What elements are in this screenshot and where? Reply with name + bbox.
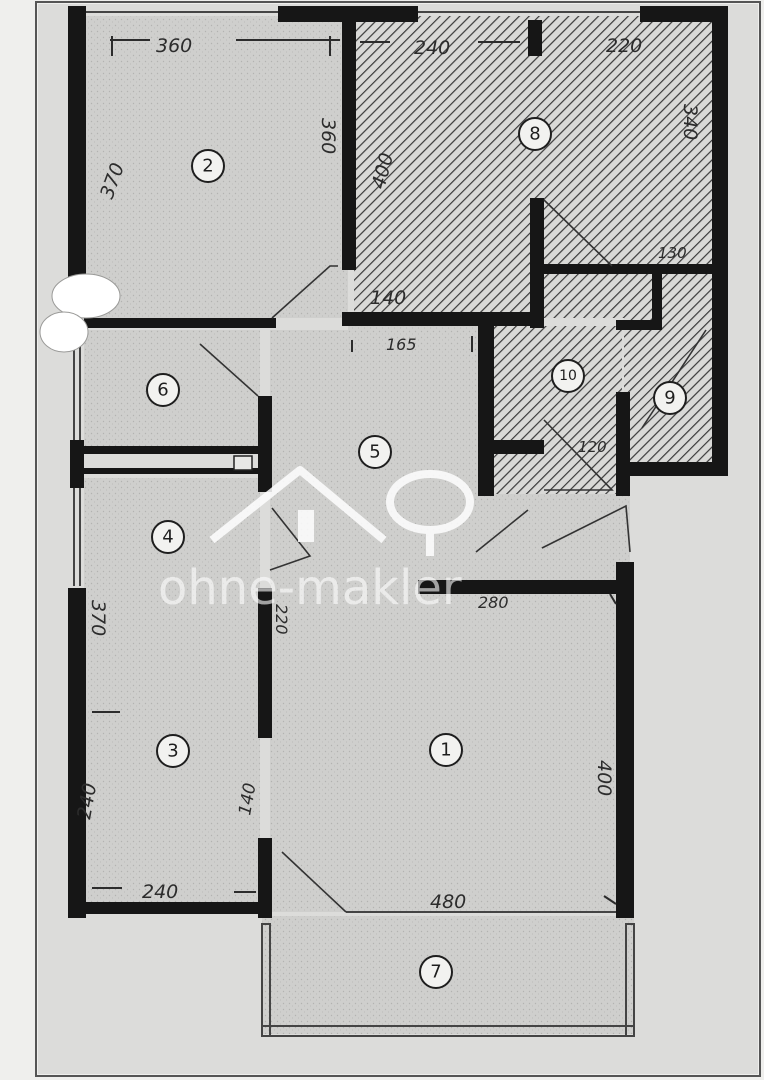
wall-left-mid xyxy=(70,440,84,488)
dim-room8-hall: 130 xyxy=(658,244,687,262)
wall-hall-left xyxy=(258,396,272,492)
wall-2-bottom xyxy=(84,318,276,328)
wall-6-4-divider xyxy=(84,446,260,454)
dim-room2-width: 360 xyxy=(156,35,192,57)
wall-8-inner xyxy=(530,198,544,328)
wall-1-top xyxy=(418,580,630,594)
wall-left-lower xyxy=(68,588,86,918)
room-10-marker xyxy=(551,359,585,393)
walls xyxy=(68,6,728,918)
room-1-marker xyxy=(429,733,463,767)
room-5-number: 5 xyxy=(369,442,380,463)
room-9-marker xyxy=(653,381,687,415)
room-8-marker xyxy=(518,117,552,151)
room-4-marker xyxy=(151,520,185,554)
wall-10-left xyxy=(478,320,494,496)
dim-room8-depth-right: 340 xyxy=(679,104,701,140)
room-10-floor xyxy=(490,326,622,494)
wall-box xyxy=(233,455,253,471)
house-logo-icon xyxy=(209,466,474,556)
wall-8-top-mark xyxy=(528,20,542,56)
room-labels xyxy=(146,117,687,989)
dim-room3-depth: 370 xyxy=(87,600,109,636)
wall-3-bottom xyxy=(86,902,266,914)
room-6-number: 6 xyxy=(157,380,168,401)
watermark: ohne-makler xyxy=(158,466,474,616)
room-3-number: 3 xyxy=(167,741,178,762)
wall-left-upper xyxy=(68,6,86,278)
wall-9-bottom xyxy=(630,462,726,476)
wall-top-a xyxy=(278,6,418,22)
wall-10-right xyxy=(616,392,630,496)
dimension-ticks xyxy=(92,36,617,905)
room-floors xyxy=(84,16,714,1034)
dim-room3-width: 240 xyxy=(142,881,178,903)
wall-top-b xyxy=(640,6,724,22)
room-4-number: 4 xyxy=(162,527,173,548)
dim-hall-width: 165 xyxy=(386,335,417,354)
dim-room8-width-b: 220 xyxy=(606,35,642,57)
dim-room10-width: 120 xyxy=(578,438,607,456)
room-7-number: 7 xyxy=(430,962,441,983)
wall-9-door xyxy=(616,320,658,330)
dim-room1-depth-right: 400 xyxy=(593,760,615,796)
dim-room1-width-bottom: 480 xyxy=(430,891,466,913)
sheet-border xyxy=(35,1,761,1077)
room-numbers: 1 2 3 4 5 6 7 8 9 10 xyxy=(157,124,675,983)
watermark-text: ohne-makler xyxy=(158,560,462,616)
room-6-marker xyxy=(146,373,180,407)
wall-9-inner xyxy=(652,270,662,330)
room-5-marker xyxy=(358,435,392,469)
wall-8-bottom xyxy=(342,312,532,326)
room-2-marker xyxy=(191,149,225,183)
dim-room8-width-a: 240 xyxy=(414,37,450,59)
room-10-number: 10 xyxy=(559,368,577,384)
wall-1-left xyxy=(258,588,272,738)
wall-right xyxy=(712,6,728,476)
dim-room8-small: 140 xyxy=(370,287,406,309)
wall-2-8 xyxy=(342,16,356,270)
dim-room1-depth-left: 220 xyxy=(272,604,291,635)
wall-1-left-lower xyxy=(258,838,272,918)
room-7-marker xyxy=(419,955,453,989)
room-1-number: 1 xyxy=(440,740,451,761)
wall-6-4-divider-b xyxy=(84,468,260,474)
room-9-number: 9 xyxy=(664,388,675,409)
room-5-floor xyxy=(270,316,630,570)
window-lines xyxy=(73,11,640,1037)
door-swings xyxy=(199,199,707,913)
room-3-marker xyxy=(156,734,190,768)
dim-room1-width-top: 280 xyxy=(478,593,509,612)
wall-10-bottom xyxy=(488,440,544,454)
room-9-floor xyxy=(624,270,714,466)
wall-1-right xyxy=(616,562,634,918)
paper-damage xyxy=(39,273,121,353)
wall-8-9-a xyxy=(540,264,714,274)
dim-room2-depth-right: 360 xyxy=(317,118,339,154)
room-2-number: 2 xyxy=(202,156,213,177)
room-8-number: 8 xyxy=(529,124,540,145)
